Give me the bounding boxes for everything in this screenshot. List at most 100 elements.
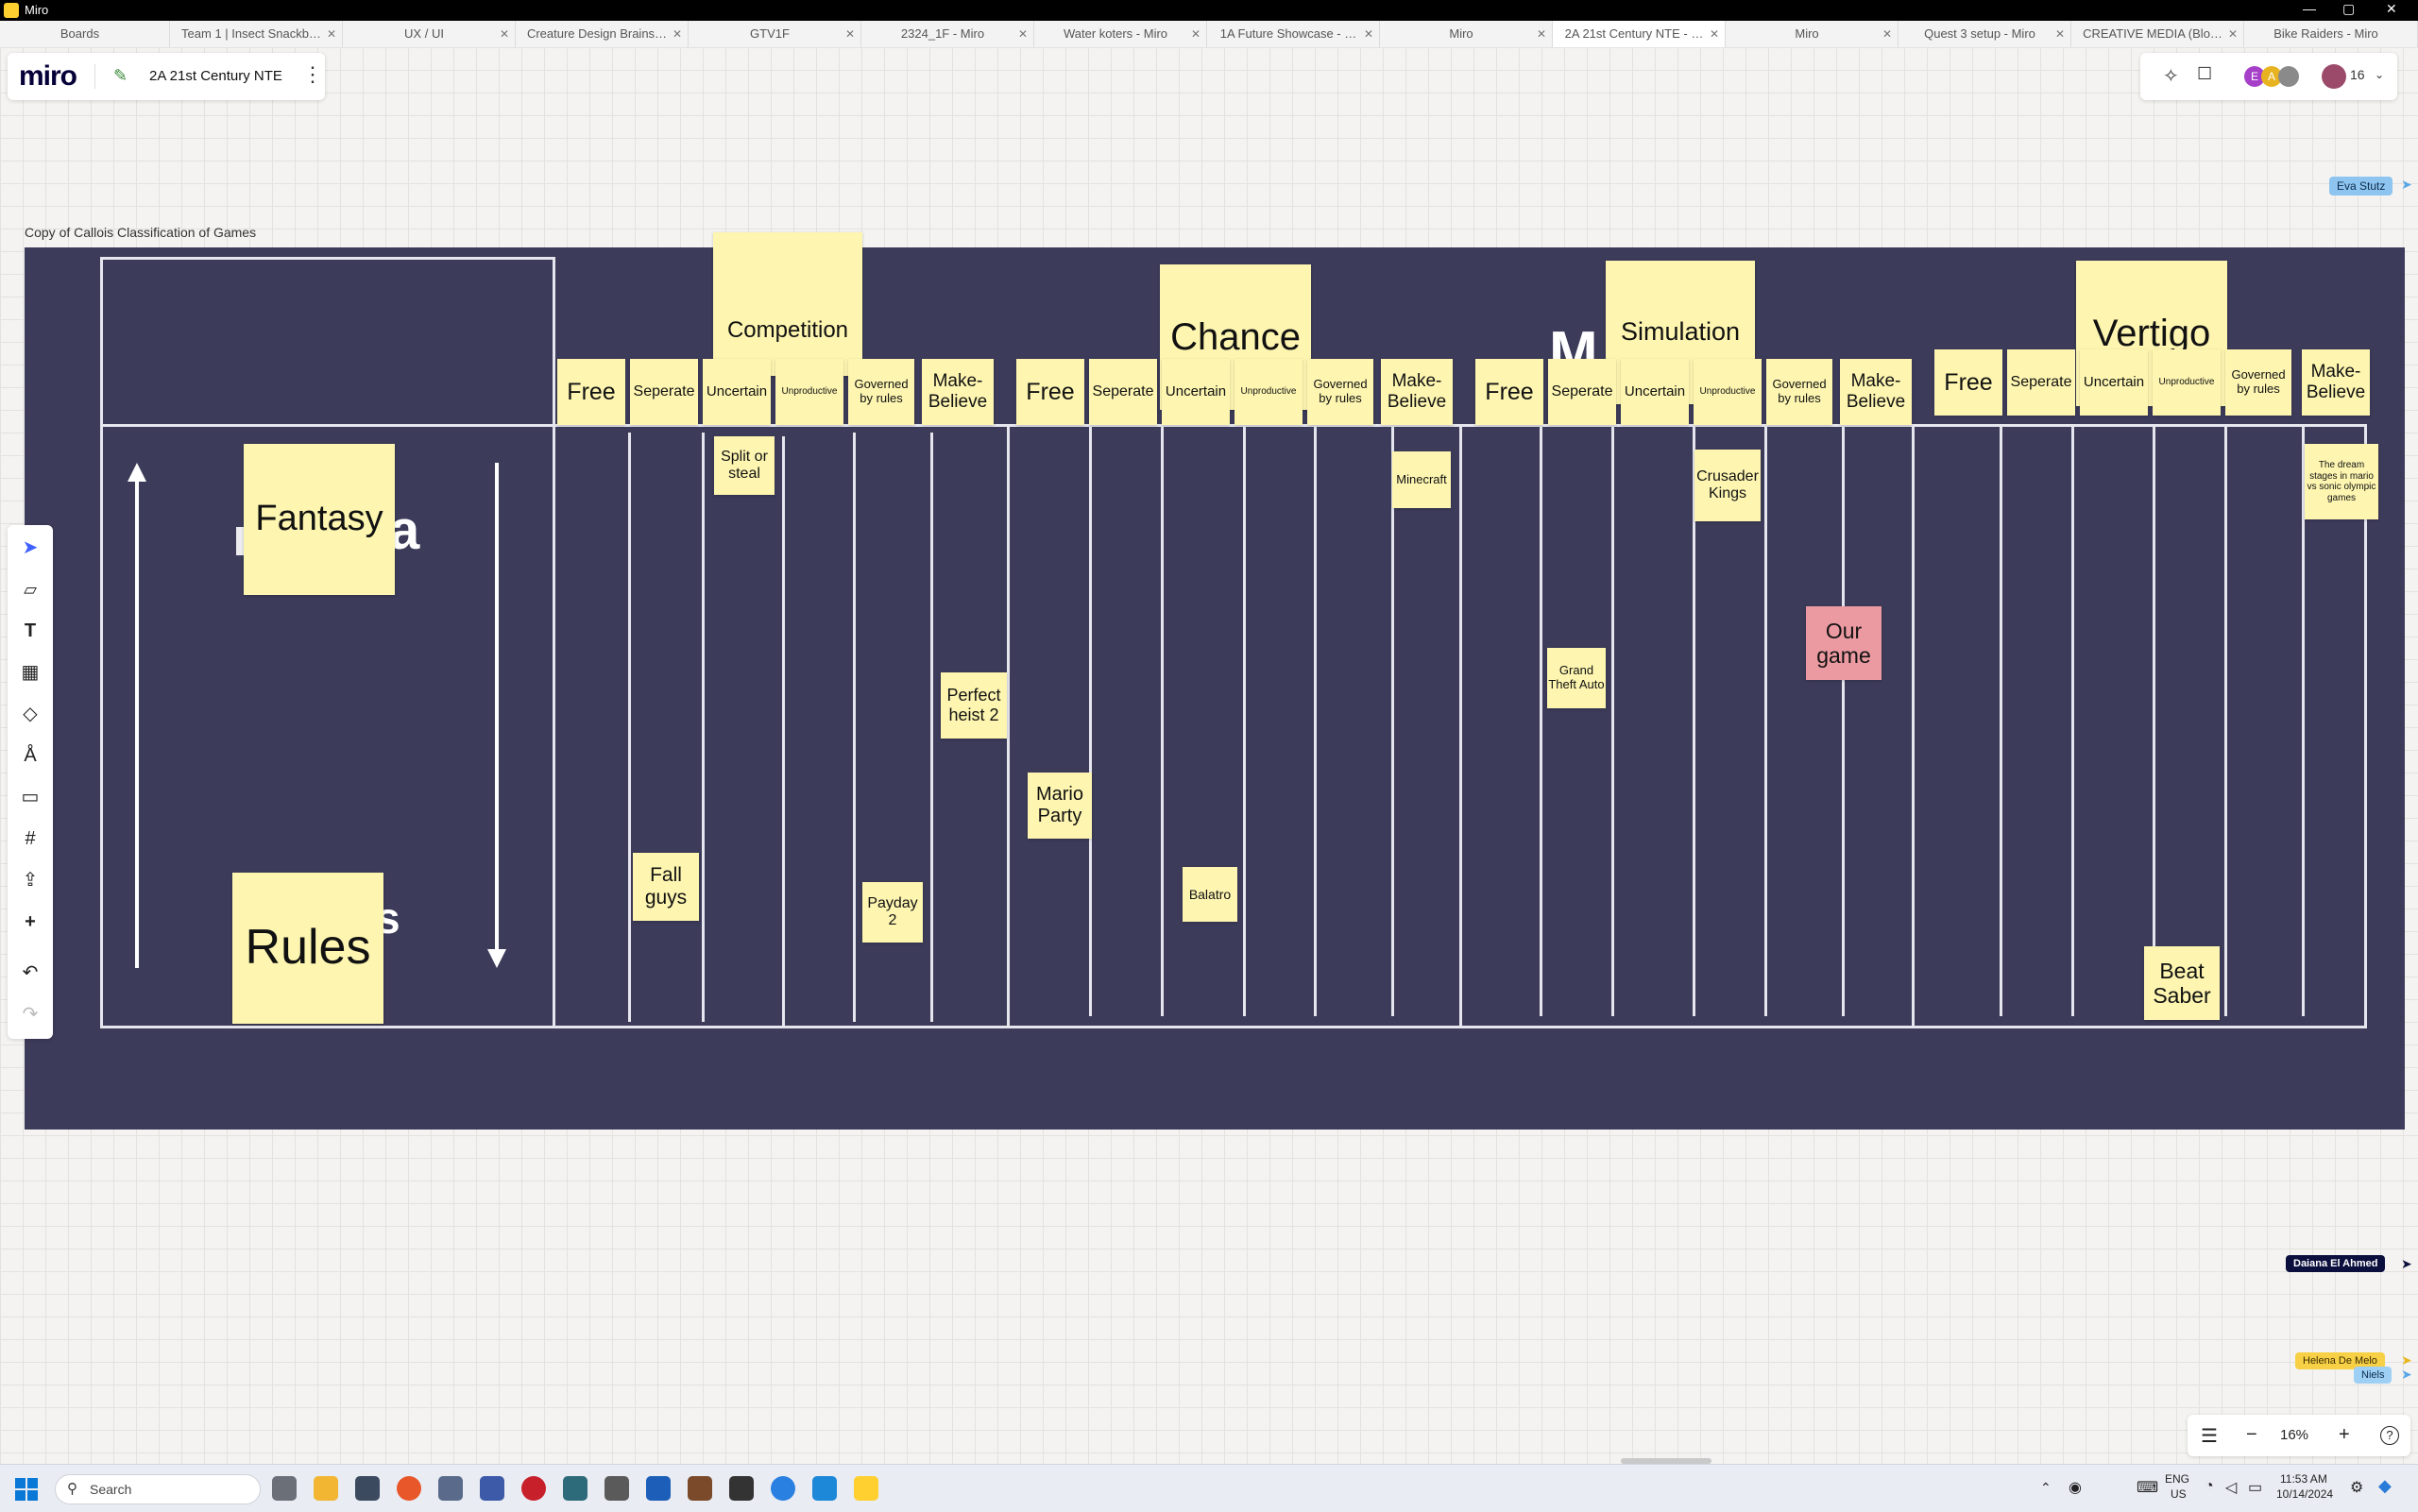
game-sticky[interactable]: Minecraft [1392, 451, 1451, 508]
list-view-icon[interactable]: ☰ [2201, 1426, 2218, 1447]
subheader-sticky[interactable]: Uncertain [1621, 359, 1689, 425]
subheader-sticky[interactable]: Unproductive [775, 359, 843, 425]
app-icon[interactable] [646, 1476, 671, 1501]
game-sticky[interactable]: Split or steal [714, 436, 775, 495]
clock-time[interactable]: 11:53 AM [2280, 1472, 2327, 1486]
tab-close-icon[interactable]: ✕ [1709, 27, 1719, 41]
subheader-sticky[interactable]: Make-Believe [1840, 359, 1912, 425]
game-sticky[interactable]: Perfect heist 2 [941, 672, 1007, 739]
subheader-sticky[interactable]: Seperate [1089, 359, 1157, 425]
tab[interactable]: UX / UI✕ [343, 21, 516, 47]
pen-tool-icon[interactable]: Å [24, 745, 37, 766]
game-sticky[interactable]: Grand Theft Auto [1547, 648, 1606, 708]
close-window-button[interactable]: ✕ [2386, 1, 2397, 16]
game-sticky[interactable]: The dream stages in mario vs sonic olymp… [2305, 444, 2378, 519]
tab[interactable]: Creature Design Brains…✕ [516, 21, 689, 47]
game-sticky[interactable]: Mario Party [1028, 773, 1092, 839]
subheader-sticky[interactable]: Free [557, 359, 625, 425]
subheader-sticky[interactable]: Free [1475, 359, 1543, 425]
subheader-sticky[interactable]: Unproductive [2153, 349, 2221, 416]
notifications-icon[interactable]: ⚙ [2350, 1480, 2364, 1496]
windows-start-icon[interactable] [15, 1478, 38, 1501]
tab-boards[interactable]: Boards [0, 21, 170, 47]
subheader-sticky[interactable]: Uncertain [1162, 359, 1230, 425]
game-sticky[interactable]: Beat Saber [2144, 946, 2220, 1020]
reactions-icon[interactable]: ✧ [2163, 66, 2179, 87]
copilot-icon[interactable]: ◆ [2378, 1476, 2392, 1495]
subheader-sticky[interactable]: Make-Believe [2302, 349, 2370, 416]
zoom-in-button[interactable]: + [2339, 1424, 2350, 1445]
app-icon[interactable] [563, 1476, 587, 1501]
battery-icon[interactable]: ▭ [2248, 1480, 2263, 1496]
firefox-icon[interactable] [397, 1476, 421, 1501]
subheader-sticky[interactable]: Free [1016, 359, 1084, 425]
tab[interactable]: GTV1F✕ [689, 21, 861, 47]
tab-close-icon[interactable]: ✕ [1017, 27, 1028, 41]
redo-icon[interactable]: ↷ [22, 1004, 39, 1025]
avatar[interactable] [2278, 66, 2299, 87]
shapes-tool-icon[interactable]: ◇ [23, 704, 38, 724]
subheader-sticky[interactable]: Governed by rules [1307, 359, 1373, 425]
minimize-button[interactable]: — [2303, 1, 2316, 16]
axis-sticky-rules[interactable]: Rules [232, 873, 383, 1024]
help-icon[interactable]: ? [2380, 1426, 2399, 1445]
tab[interactable]: Quest 3 setup - Miro✕ [1899, 21, 2071, 47]
game-sticky[interactable]: Payday 2 [862, 882, 923, 943]
tab-active[interactable]: 2A 21st Century NTE - …✕ [1553, 21, 1726, 47]
app-icon[interactable] [521, 1476, 546, 1501]
miro-taskbar-icon[interactable] [854, 1476, 878, 1501]
subheader-sticky[interactable]: Uncertain [703, 359, 771, 425]
category-sticky-competition[interactable]: Competition [713, 232, 862, 376]
subheader-sticky[interactable]: Seperate [630, 359, 698, 425]
select-tool-icon[interactable]: ➤ [22, 537, 39, 558]
tab-close-icon[interactable]: ✕ [1536, 27, 1546, 41]
tab[interactable]: Bike Raiders - Miro [2244, 21, 2418, 47]
subheader-sticky[interactable]: Unproductive [1235, 359, 1303, 425]
comment-tool-icon[interactable]: ▭ [21, 787, 40, 807]
text-tool-icon[interactable]: T [24, 620, 37, 641]
tab[interactable]: CREATIVE MEDIA (Blo…✕ [2071, 21, 2244, 47]
app-icon[interactable] [480, 1476, 504, 1501]
app-icon[interactable] [438, 1476, 463, 1501]
undo-icon[interactable]: ↶ [22, 962, 39, 983]
subheader-sticky[interactable]: Unproductive [1694, 359, 1762, 425]
app-icon[interactable] [688, 1476, 712, 1501]
maximize-button[interactable]: ▢ [2342, 1, 2356, 16]
zoom-out-button[interactable]: − [2246, 1424, 2257, 1445]
tab-close-icon[interactable]: ✕ [844, 27, 855, 41]
tab[interactable]: 1A Future Showcase - …✕ [1207, 21, 1380, 47]
tab-close-icon[interactable]: ✕ [1363, 27, 1373, 41]
subheader-sticky[interactable]: Governed by rules [2225, 349, 2291, 416]
tab-close-icon[interactable]: ✕ [499, 27, 509, 41]
subheader-sticky[interactable]: Seperate [2007, 349, 2075, 416]
axis-sticky-fantasy[interactable]: Fantasy [244, 444, 395, 595]
chevron-up-icon[interactable]: ⌃ [2040, 1480, 2052, 1495]
app-icon[interactable] [729, 1476, 754, 1501]
subheader-sticky[interactable]: Uncertain [2080, 349, 2148, 416]
game-sticky-our-game[interactable]: Our game [1806, 606, 1882, 680]
tab[interactable]: 2324_1F - Miro✕ [861, 21, 1034, 47]
subheader-sticky[interactable]: Free [1934, 349, 2002, 416]
tab-close-icon[interactable]: ✕ [326, 27, 336, 41]
chrome-icon[interactable] [771, 1476, 795, 1501]
tab-close-icon[interactable]: ✕ [1190, 27, 1200, 41]
volume-icon[interactable]: ◁ [2225, 1480, 2238, 1496]
user-avatar[interactable] [2322, 64, 2346, 89]
zoom-level[interactable]: 16% [2280, 1427, 2309, 1443]
comments-icon[interactable]: ☐ [2197, 64, 2213, 83]
region-label[interactable]: US [2171, 1487, 2187, 1501]
sticky-note-tool-icon[interactable]: ▱ [24, 580, 37, 599]
game-sticky[interactable]: Balatro [1183, 867, 1237, 922]
tab[interactable]: Water koters - Miro✕ [1034, 21, 1207, 47]
game-sticky[interactable]: Fall guys [633, 853, 699, 921]
tab[interactable]: Team 1 | Insect Snackb…✕ [170, 21, 343, 47]
tab-close-icon[interactable]: ✕ [672, 27, 682, 41]
app-icon[interactable] [355, 1476, 380, 1501]
subheader-sticky[interactable]: Make-Believe [1381, 359, 1453, 425]
app-icon[interactable] [604, 1476, 629, 1501]
tab-close-icon[interactable]: ✕ [1882, 27, 1892, 41]
board-menu-button[interactable]: ⋮ [302, 62, 323, 86]
tab[interactable]: Miro✕ [1380, 21, 1553, 47]
miro-logo[interactable]: miro [19, 60, 77, 92]
subheader-sticky[interactable]: Governed by rules [848, 359, 914, 425]
